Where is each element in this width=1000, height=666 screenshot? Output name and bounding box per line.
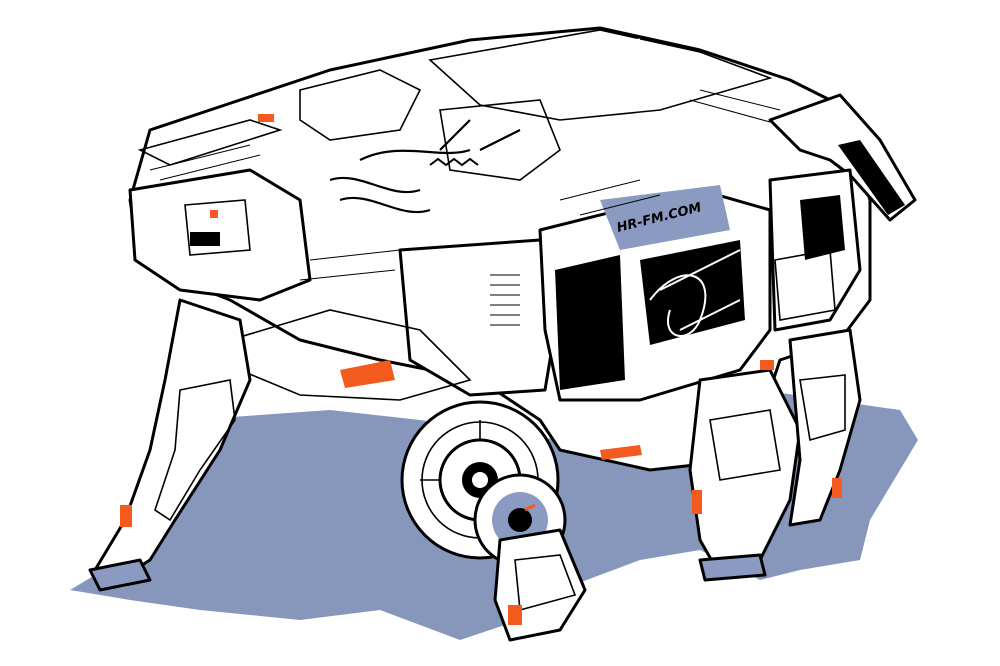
rear-right-leg-blue <box>709 409 781 481</box>
right-side-dark <box>800 195 845 260</box>
hoses <box>329 119 521 214</box>
rear-right-orange <box>692 490 702 514</box>
rear-right-foot <box>698 553 767 582</box>
right-side-blue <box>774 249 836 321</box>
front-middle-leg-blue <box>514 554 577 612</box>
detail-lines <box>149 89 781 281</box>
right-box-dark-2 <box>640 240 745 345</box>
spring-coil <box>429 157 479 167</box>
right-wing-dark <box>838 140 905 215</box>
right-lower-orange <box>600 445 642 460</box>
left-orange-marker <box>210 210 218 218</box>
left-block-slot <box>190 232 220 246</box>
front-left-leg-blue <box>154 379 236 522</box>
center-orange-patch <box>340 360 395 388</box>
front-left-orange <box>120 505 132 527</box>
right-box-dark <box>555 255 625 390</box>
top-center-panel <box>439 99 561 181</box>
top-orange-marker <box>258 114 274 122</box>
right-box-blue <box>600 185 730 250</box>
center-cylinder <box>398 238 562 397</box>
far-right-leg-blue <box>799 374 846 442</box>
left-top-rail <box>137 119 283 166</box>
center-vent <box>490 274 520 326</box>
right-orange-marker <box>760 360 774 370</box>
top-deck-stripes <box>519 38 681 82</box>
top-left-panel <box>299 69 422 141</box>
far-right-orange <box>832 478 842 498</box>
left-block-shade <box>184 199 251 256</box>
signature-scribble <box>649 249 741 337</box>
front-left-foot <box>88 558 152 592</box>
front-middle-orange <box>508 605 522 625</box>
